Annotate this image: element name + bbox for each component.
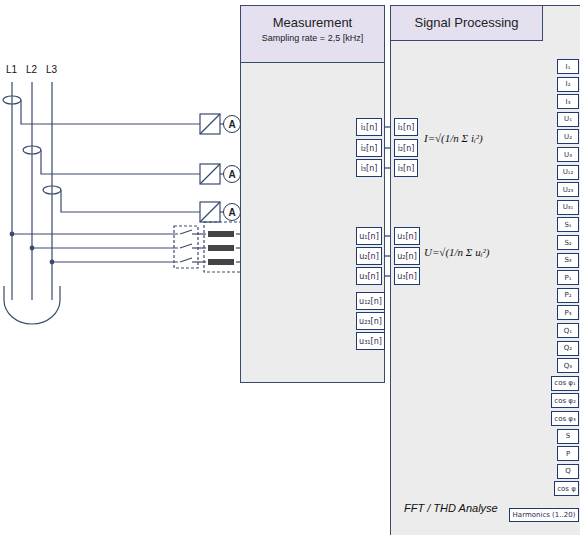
signal-box: u₁[n] [394, 227, 420, 245]
result-box: U₃₁ [557, 200, 579, 215]
ammeter-letter: A [228, 169, 235, 180]
signal-name: i₃[n] [361, 164, 378, 173]
result-box: U₁₂ [557, 165, 579, 180]
signal-name: u₃[n] [359, 272, 379, 281]
signal-name: Q₁ [564, 327, 572, 335]
signal-box: u₂₃[n] [356, 312, 385, 330]
signal-box: u₁₂[n] [356, 292, 385, 310]
signal-box: i₁[n] [394, 118, 418, 136]
signal-box: i₁[n] [356, 118, 382, 136]
result-box: P₃ [557, 305, 579, 320]
result-box: U₂₃ [557, 182, 579, 197]
signal-box: u₃[n] [394, 267, 420, 285]
signal-box: u₃[n] [356, 267, 382, 285]
result-box: S₂ [557, 235, 579, 250]
result-box: I₁ [557, 59, 579, 74]
signal-name: I₂ [566, 80, 571, 88]
ammeter-letter: A [228, 119, 235, 130]
processing-panel: MeasurementSampling rate = 2,5 [kHz] i₁[n… [240, 5, 385, 383]
ammeter-letter: A [228, 207, 235, 218]
result-box: I₂ [557, 77, 579, 92]
result-box: Q [557, 464, 579, 479]
signal-name: S₁ [564, 221, 571, 229]
signal-box: i₂[n] [356, 139, 382, 157]
processing-panel: Signal Processing i₁[n] i₂[n] i₃[n] u₁[n] u₂[… [390, 5, 580, 535]
result-box: P₂ [557, 288, 579, 303]
signal-name: u₂₃[n] [359, 317, 382, 326]
ammeter-symbol: A [223, 115, 241, 133]
panel-title: Measurement [241, 6, 384, 30]
signal-name: i₃[n] [398, 164, 415, 173]
signal-name: i₁[n] [398, 123, 415, 132]
phase-label: L1 [6, 64, 17, 75]
result-box: P₁ [557, 270, 579, 285]
signal-name: S₃ [564, 256, 571, 264]
signal-name: P [566, 450, 570, 458]
result-box: Q₁ [557, 323, 579, 338]
ammeter-symbol: A [223, 203, 241, 221]
signal-name: U₃₁ [563, 203, 574, 211]
result-box: S₁ [557, 217, 579, 232]
signal-name: S [566, 432, 570, 440]
result-box: U₂ [557, 129, 579, 144]
signal-name: Q [565, 467, 571, 475]
signal-box: i₃[n] [356, 159, 382, 177]
signal-name: u₁[n] [359, 232, 379, 241]
result-box: U₃ [557, 147, 579, 162]
result-box: cos φ₃ [551, 411, 579, 426]
signal-box: i₂[n] [394, 139, 418, 157]
result-box: cos φ [554, 481, 579, 496]
result-box: P [557, 446, 579, 461]
signal-name: i₁[n] [361, 123, 378, 132]
signal-name: i₂[n] [398, 144, 415, 153]
signal-name: U₃ [564, 151, 572, 159]
signal-name: u₁[n] [397, 232, 417, 241]
signal-name: cos φ₂ [554, 397, 575, 405]
result-box: S₃ [557, 253, 579, 268]
signal-name: P₁ [564, 274, 571, 282]
result-box: Q₃ [557, 358, 579, 373]
signal-name: P₂ [564, 291, 571, 299]
signal-name: cos φ₁ [554, 379, 575, 387]
signal-name: Harmonics (1..20) [513, 511, 576, 519]
signal-box: u₃₁[n] [356, 332, 385, 350]
signal-name: u₃₁[n] [359, 337, 382, 346]
signal-box: u₂[n] [394, 247, 420, 265]
panel-subtitle: Sampling rate = 2,5 [kHz] [241, 33, 384, 43]
result-box: I₃ [557, 94, 579, 109]
result-box: cos φ₂ [551, 393, 579, 408]
signal-name: u₁₂[n] [359, 297, 382, 306]
signal-name: U₂ [564, 133, 572, 141]
panel-header: MeasurementSampling rate = 2,5 [kHz] [240, 5, 385, 63]
signal-name: U₁₂ [563, 168, 574, 176]
signal-name: I₃ [566, 98, 571, 106]
phase-label: L3 [46, 64, 57, 75]
signal-name: cos φ [557, 485, 576, 493]
signal-name: P₃ [564, 309, 571, 317]
panel-title: Signal Processing [391, 6, 542, 30]
signal-name: U₂₃ [563, 186, 574, 194]
ammeter-symbol: A [223, 165, 241, 183]
result-box: Q₂ [557, 341, 579, 356]
signal-name: U₁ [564, 115, 572, 123]
result-box: S [557, 429, 579, 444]
signal-name: cos φ₃ [554, 415, 575, 423]
result-box: cos φ₁ [551, 376, 579, 391]
signal-name: S₂ [564, 239, 571, 247]
signal-box: u₂[n] [356, 247, 382, 265]
signal-name: Q₂ [564, 344, 572, 352]
signal-name: u₂[n] [397, 252, 417, 261]
signal-box: u₁[n] [356, 227, 382, 245]
panel-header: Signal Processing [390, 5, 543, 41]
signal-name: I₁ [566, 63, 571, 71]
signal-name: i₂[n] [361, 144, 378, 153]
signal-box: i₃[n] [394, 159, 418, 177]
result-box: U₁ [557, 112, 579, 127]
signal-name: u₂[n] [359, 252, 379, 261]
signal-name: u₃[n] [397, 272, 417, 281]
result-box: Harmonics (1..20) [509, 508, 579, 522]
phase-label: L2 [26, 64, 37, 75]
signal-name: Q₃ [564, 362, 572, 370]
